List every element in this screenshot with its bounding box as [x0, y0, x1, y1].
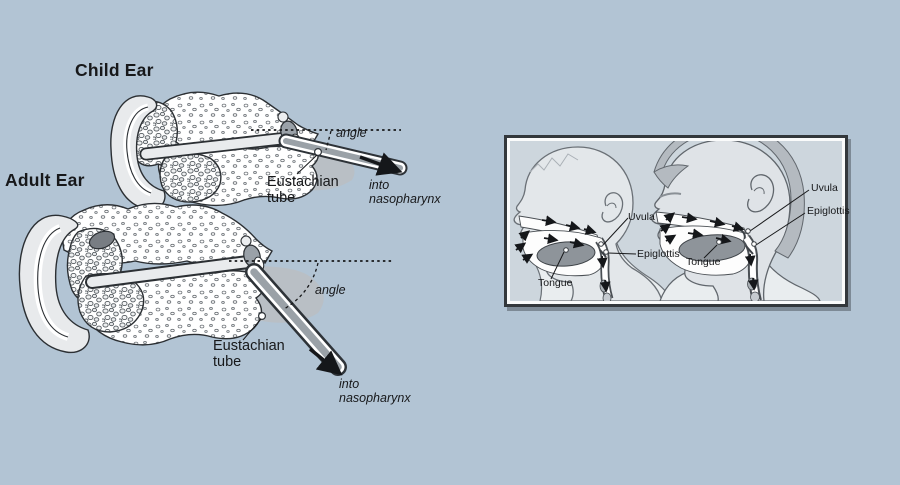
child-into-line2: nasopharynx	[369, 191, 441, 206]
child-eustachian-line1: Eustachian	[267, 174, 339, 190]
child-into-line1: into	[369, 178, 390, 192]
older-child-epiglottis-label: Epiglottis	[807, 205, 850, 217]
pinna	[18, 214, 90, 354]
tube-leader-line	[296, 154, 318, 175]
adult-into-line2: nasopharynx	[339, 390, 411, 405]
child-angle-label: angle	[336, 126, 367, 140]
ear-canal	[139, 131, 295, 161]
older-child-uvula-label: Uvula	[811, 182, 838, 194]
child-eustachian-label: Eustachian tube	[267, 174, 339, 207]
infant-uvula-label: Uvula	[628, 211, 655, 223]
adult-eustachian-line1: Eustachian	[213, 338, 285, 354]
mastoid-bone	[66, 227, 127, 304]
soft-tissue-shadow	[192, 266, 324, 324]
child-into-nasopharynx-label: into nasopharynx	[369, 178, 441, 207]
pinna	[110, 95, 166, 211]
infant-tongue-label: Tongue	[538, 277, 573, 289]
angle-arc	[283, 262, 319, 310]
mastoid-bone-lower	[77, 273, 145, 333]
older-child-tongue-label: Tongue	[686, 256, 721, 268]
upper-temporal-bone	[149, 91, 320, 154]
adult-eustachian-line2: tube	[213, 353, 242, 370]
lower-temporal-bone	[77, 270, 265, 346]
into-nasopharynx-arrow	[359, 152, 403, 176]
infant-epiglottis-label: Epiglottis	[637, 248, 680, 260]
child-ear-title: Child Ear	[75, 60, 154, 80]
adult-eustachian-label: Eustachian tube	[213, 338, 285, 371]
mastoid-bone-lower	[159, 151, 222, 203]
adult-ear-title: Adult Ear	[5, 170, 85, 190]
upper-temporal-bone	[62, 202, 273, 265]
middle-ear-ossicles	[277, 111, 302, 149]
middle-ear-ossicles	[240, 235, 265, 272]
adult-angle-label: angle	[315, 283, 346, 297]
canal-entrance-dark	[88, 230, 116, 250]
eustachian-tube-child	[278, 133, 408, 176]
child-eustachian-line2: tube	[267, 189, 296, 206]
mastoid-bone	[127, 100, 184, 167]
ear-canal	[85, 255, 255, 289]
tube-marker-dot	[258, 312, 267, 321]
adult-into-nasopharynx-label: into nasopharynx	[339, 377, 411, 406]
tube-marker-dot	[314, 148, 323, 157]
angle-tick	[325, 130, 332, 151]
adult-into-line1: into	[339, 377, 360, 391]
into-nasopharynx-arrow	[308, 347, 343, 376]
tube-leader-line	[242, 318, 262, 341]
child-ear-illustration	[110, 91, 408, 211]
